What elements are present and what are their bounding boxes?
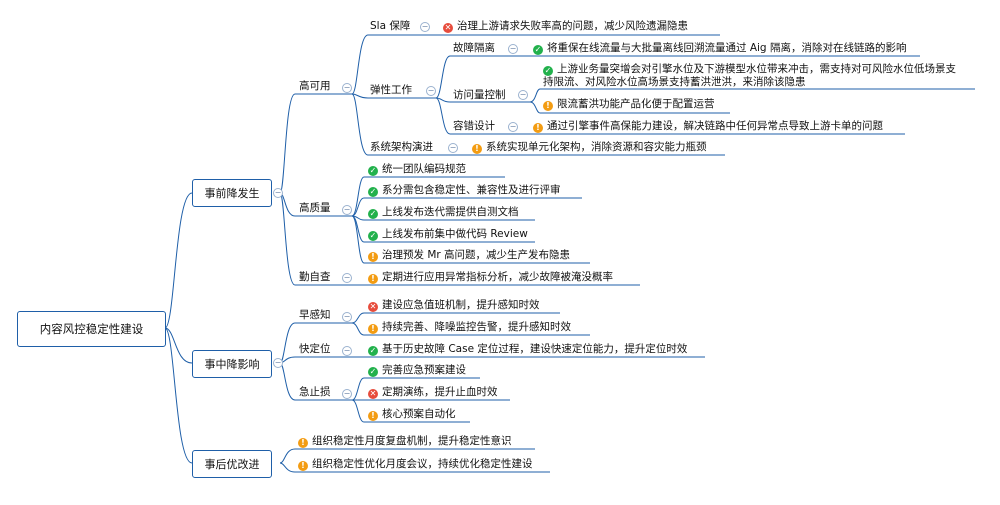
node-high-availability[interactable]: 高可用: [299, 80, 331, 92]
leaf-stop-item[interactable]: !核心预案自动化: [368, 408, 456, 421]
node-elastic-work[interactable]: 弹性工作: [370, 84, 412, 96]
collapse-toggle-icon[interactable]: −: [342, 389, 352, 399]
collapse-toggle-icon[interactable]: −: [342, 346, 352, 356]
leaf-early-item[interactable]: ✕建设应急值班机制，提升感知时效: [368, 299, 540, 312]
node-high-quality[interactable]: 高质量: [299, 202, 331, 214]
warning-icon: !: [298, 438, 308, 448]
collapse-toggle-icon[interactable]: −: [342, 205, 352, 215]
collapse-toggle-icon[interactable]: −: [273, 188, 283, 198]
warning-icon: !: [368, 274, 378, 284]
node-fast-locate[interactable]: 快定位: [299, 343, 331, 355]
warning-icon: !: [298, 461, 308, 471]
warning-icon: !: [543, 101, 553, 111]
collapse-toggle-icon[interactable]: −: [426, 86, 436, 96]
check-icon: ✓: [533, 45, 543, 55]
leaf-arch-item[interactable]: !系统实现单元化架构，消除资源和容灾能力瓶颈: [472, 141, 707, 154]
leaf-isolation-item[interactable]: ✓将重保在线流量与大批量离线回溯流量通过 Aig 隔离，消除对在线链路的影响: [533, 42, 907, 55]
leaf-locate-item[interactable]: ✓基于历史故障 Case 定位过程，建设快速定位能力，提升定位时效: [368, 343, 688, 356]
leaf-sla-item[interactable]: ✕治理上游请求失败率高的问题，减少风险遗漏隐患: [443, 20, 688, 33]
cross-icon: ✕: [368, 302, 378, 312]
check-icon: ✓: [543, 66, 553, 76]
check-icon: ✓: [368, 209, 378, 219]
cross-icon: ✕: [368, 389, 378, 399]
node-self-check[interactable]: 勤自查: [299, 271, 331, 283]
node-sla[interactable]: Sla 保障: [370, 20, 411, 32]
leaf-access-item-2[interactable]: !限流蓄洪功能产品化便于配置运营: [543, 98, 715, 111]
collapse-toggle-icon[interactable]: −: [508, 122, 518, 132]
node-post-incident[interactable]: 事后优改进: [192, 450, 272, 478]
collapse-toggle-icon[interactable]: −: [273, 358, 283, 368]
cross-icon: ✕: [443, 23, 453, 33]
node-fault-tolerance[interactable]: 容错设计: [453, 120, 495, 132]
leaf-check-item[interactable]: !定期进行应用异常指标分析，减少故障被淹没概率: [368, 271, 613, 284]
collapse-toggle-icon[interactable]: −: [508, 44, 518, 54]
leaf-hq-item[interactable]: ✓上线发布迭代需提供自测文档: [368, 206, 519, 219]
leaf-hq-item[interactable]: ✓统一团队编码规范: [368, 163, 466, 176]
leaf-stop-item[interactable]: ✕定期演练，提升止血时效: [368, 386, 498, 399]
check-icon: ✓: [368, 346, 378, 356]
warning-icon: !: [368, 411, 378, 421]
leaf-hq-item[interactable]: ✓上线发布前集中做代码 Review: [368, 228, 528, 241]
node-stop-loss[interactable]: 急止损: [299, 386, 331, 398]
collapse-toggle-icon[interactable]: −: [342, 273, 352, 283]
warning-icon: !: [368, 324, 378, 334]
node-fault-isolation[interactable]: 故障隔离: [453, 42, 495, 54]
collapse-toggle-icon[interactable]: −: [518, 90, 528, 100]
check-icon: ✓: [368, 231, 378, 241]
warning-icon: !: [472, 144, 482, 154]
leaf-early-item[interactable]: !持续完善、降噪监控告警，提升感知时效: [368, 321, 571, 334]
node-mid-incident[interactable]: 事中降影响: [192, 350, 272, 378]
node-arch-evolution[interactable]: 系统架构演进: [370, 141, 433, 153]
collapse-toggle-icon[interactable]: −: [342, 83, 352, 93]
leaf-stop-item[interactable]: ✓完善应急预案建设: [368, 364, 466, 377]
collapse-toggle-icon[interactable]: −: [420, 22, 430, 32]
node-pre-incident[interactable]: 事前降发生: [192, 179, 272, 207]
collapse-toggle-icon[interactable]: −: [448, 143, 458, 153]
leaf-access-item-1[interactable]: ✓上游业务量突增会对引擎水位及下游模型水位带来冲击，需支持对可风险水位低场景支持…: [543, 63, 956, 88]
warning-icon: !: [533, 123, 543, 133]
node-access-control[interactable]: 访问量控制: [453, 89, 506, 101]
leaf-hq-item[interactable]: !治理预发 Mr 高问题，减少生产发布隐患: [368, 249, 570, 262]
leaf-post-item[interactable]: !组织稳定性月度复盘机制，提升稳定性意识: [298, 435, 512, 448]
check-icon: ✓: [368, 187, 378, 197]
node-early-detection[interactable]: 早感知: [299, 309, 331, 321]
root-node[interactable]: 内容风控稳定性建设: [17, 311, 166, 347]
leaf-hq-item[interactable]: ✓系分需包含稳定性、兼容性及进行评审: [368, 184, 561, 197]
leaf-fault-item[interactable]: !通过引擎事件高保能力建设，解决链路中任何异常点导致上游卡单的问题: [533, 120, 883, 133]
check-icon: ✓: [368, 166, 378, 176]
leaf-post-item[interactable]: !组织稳定性优化月度会议，持续优化稳定性建设: [298, 458, 533, 471]
warning-icon: !: [368, 252, 378, 262]
collapse-toggle-icon[interactable]: −: [342, 312, 352, 322]
check-icon: ✓: [368, 367, 378, 377]
